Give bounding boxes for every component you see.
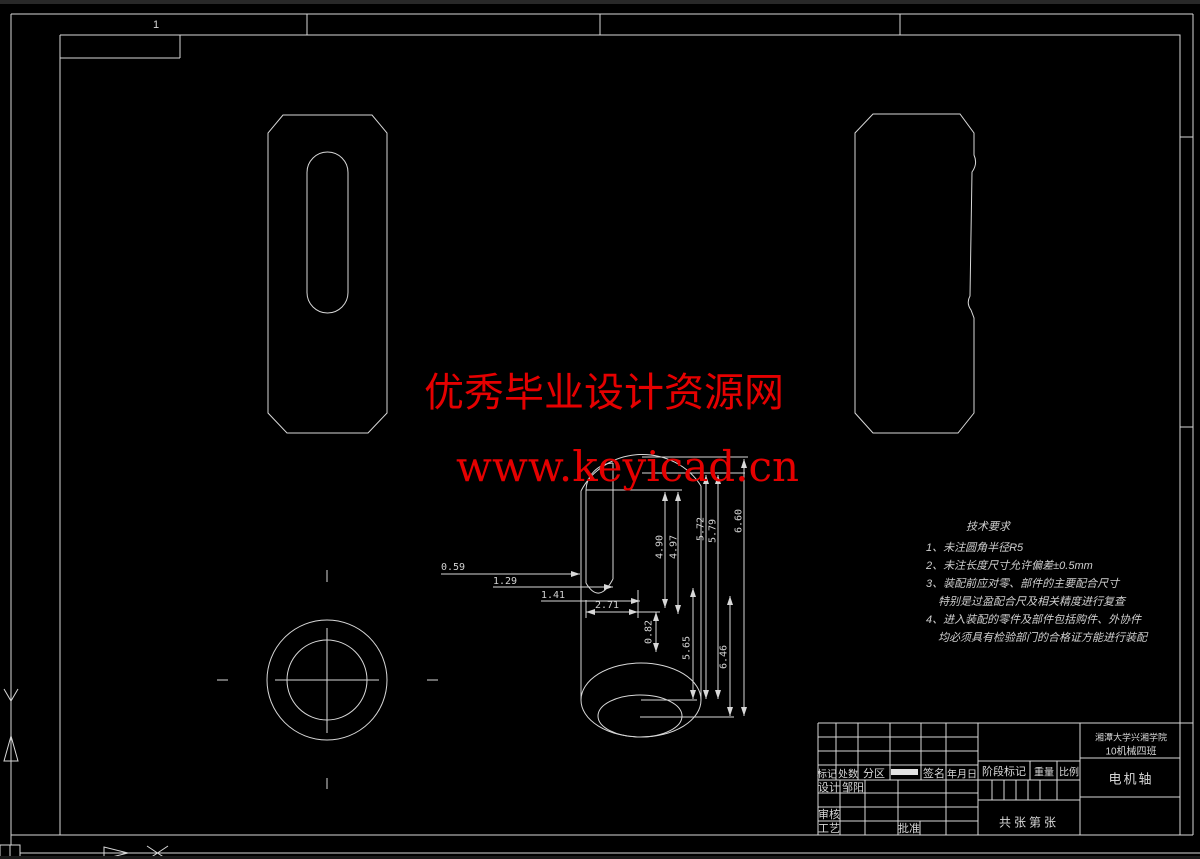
shaft-end-circle-view — [217, 570, 438, 789]
keyway-top-arc — [585, 462, 614, 492]
keyway-slot — [306, 151, 349, 314]
dim-label-6-46: 6.46 — [718, 644, 730, 670]
tb-school-line2: 10机械四班 — [1105, 746, 1157, 758]
dim-label-2-71: 2.71 — [595, 600, 620, 611]
tech-requirement-line: 4、进入装配的零件及部件包括购件、外协件 — [926, 614, 1142, 626]
right-zone-ticks — [1180, 136, 1193, 724]
shaft-side-outline — [854, 113, 977, 434]
top-zone-ticks — [306, 14, 901, 35]
dim-label-6-60: 6.60 — [733, 508, 745, 534]
drawing-frame — [10, 13, 1194, 845]
tech-requirements-title: 技术要求 — [966, 521, 1010, 533]
tb-process-label: 工艺 — [818, 823, 840, 835]
tb-designer: 邹阳 — [842, 782, 864, 794]
tb-weight-label: 重量 — [1034, 767, 1054, 779]
left-grid-cols-bottom — [839, 780, 947, 835]
tb-count-label: 处数 — [838, 769, 858, 781]
screen-bottom-edge — [0, 856, 1200, 859]
dim-label-4-97: 4.97 — [668, 534, 680, 560]
cylinder-body — [580, 486, 702, 700]
tb-scale-label: 比例 — [1059, 767, 1079, 779]
outer-circle — [266, 619, 388, 741]
dim-label-4-90: 4.90 — [654, 534, 666, 560]
zone-label: 1 — [153, 19, 160, 31]
tb-zone-label: 分区 — [863, 768, 885, 780]
right-shaft-side-view — [854, 113, 977, 434]
tb-part-name: 电机轴 — [1108, 771, 1154, 787]
right-section — [1080, 757, 1180, 798]
tb-date-label: 年月日 — [947, 769, 977, 781]
tb-sign-label: 签名 — [923, 768, 945, 780]
inner-border — [59, 34, 1181, 835]
middle-small-cells — [991, 780, 1058, 800]
dim-label-0-59: 0.59 — [441, 562, 466, 573]
tech-requirement-line: 3、装配前应对零、部件的主要配合尺寸 — [926, 578, 1120, 590]
dim-label-5-72: 5.72 — [695, 516, 707, 542]
mark-row-bar — [891, 769, 918, 775]
dim-label-1-41: 1.41 — [541, 590, 566, 601]
plate-outline — [267, 114, 388, 434]
tb-mark-label: 标记 — [817, 769, 837, 781]
tech-requirement-line: 均必须具有检验部门的合格证方能进行装配 — [938, 632, 1147, 644]
keyway-bottom-arc — [585, 578, 614, 594]
dim-label-1-29: 1.29 — [493, 576, 518, 587]
dimension-lines — [441, 456, 748, 718]
screen-top-edge — [0, 0, 1200, 4]
y-axis-glyph-icon — [3, 688, 19, 717]
dim-label-0-82: 0.82 — [643, 619, 655, 645]
middle-section — [977, 723, 1081, 835]
watermark-site-url: www.keyicad.cn — [456, 442, 800, 491]
dim-label-5-79: 5.79 — [707, 518, 719, 544]
tech-requirement-line: 特别是过盈配合尺及相关精度进行复查 — [938, 596, 1125, 608]
y-axis-arrow-icon — [3, 734, 19, 762]
tech-requirement-line: 2、未注长度尺寸允许偏差±0.5mm — [926, 560, 1093, 572]
title-block-grid — [817, 722, 1180, 835]
tb-sheet-info: 共张第张 — [998, 815, 1060, 830]
tb-design-label: 设计 — [818, 782, 840, 794]
tb-check-label: 审核 — [818, 809, 840, 821]
watermark-site-name: 优秀毕业设计资源网 — [424, 370, 784, 416]
keyway-edges — [585, 463, 614, 583]
tb-stage-mark-label: 阶段标记 — [982, 766, 1026, 778]
zone-cell — [60, 35, 181, 59]
outer-border — [10, 13, 1194, 845]
left-grid-cols-top — [835, 723, 947, 780]
tb-approve-label: 批准 — [898, 823, 920, 835]
dim-label-5-65: 5.65 — [681, 635, 693, 661]
shaft-front-view — [580, 454, 702, 738]
dome-arc — [580, 454, 702, 492]
tech-requirement-line: 1、未注圆角半径R5 — [926, 542, 1024, 554]
left-keyway-plate-view — [267, 114, 388, 434]
bottom-inner-ellipse — [597, 694, 683, 738]
tb-school-line1: 湘潭大学兴湘学院 — [1094, 732, 1168, 743]
